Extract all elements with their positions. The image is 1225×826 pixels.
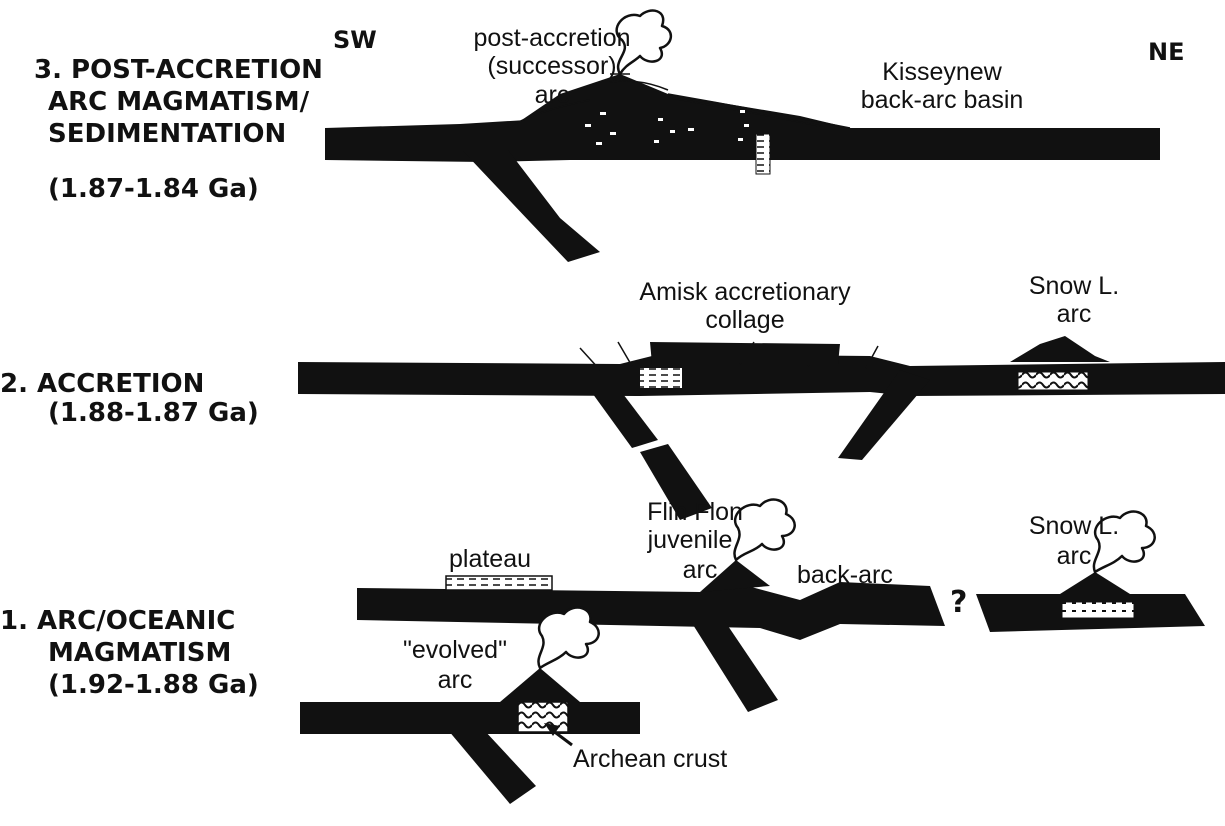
stage-2-left-slab xyxy=(590,390,658,448)
svg-text:(1.87-1.84 Ga): (1.87-1.84 Ga) xyxy=(48,174,259,204)
stage-3-section xyxy=(325,11,1160,262)
svg-text:SEDIMENTATION: SEDIMENTATION xyxy=(48,119,286,149)
svg-text:(1.88-1.87 Ga): (1.88-1.87 Ga) xyxy=(48,398,259,428)
stage-3-title: 3. POST-ACCRETION ARC MAGMATISM/ SEDIMEN… xyxy=(34,55,323,204)
stage-2-section xyxy=(298,336,1225,520)
stage-2-labels: Amisk accretionary collage Snow L. arc xyxy=(639,272,1119,334)
stage-2-title: 2. ACCRETION (1.88-1.87 Ga) xyxy=(0,369,259,428)
sw-direction-label: SW xyxy=(333,26,377,54)
svg-text:Snow L.: Snow L. xyxy=(1029,272,1119,300)
svg-text:post-accretion: post-accretion xyxy=(473,24,630,52)
stage-3-subducting-slab xyxy=(462,150,600,262)
svg-text:back-arc: back-arc xyxy=(797,561,893,589)
stage-1-evolved-arc xyxy=(500,668,580,702)
svg-text:3. POST-ACCRETION: 3. POST-ACCRETION xyxy=(34,55,323,85)
stage-2-collage-sediment xyxy=(640,368,682,388)
svg-text:Flin Flon: Flin Flon xyxy=(647,498,743,526)
svg-text:Amisk accretionary: Amisk accretionary xyxy=(639,278,851,306)
svg-text:2. ACCRETION: 2. ACCRETION xyxy=(0,369,204,399)
svg-text:plateau: plateau xyxy=(449,545,531,573)
svg-text:?: ? xyxy=(950,585,967,620)
svg-text:Archean crust: Archean crust xyxy=(573,745,727,773)
stage-3-archean-block xyxy=(756,134,770,174)
stage-1-plateau-block xyxy=(446,576,552,590)
stage-2-snow-arc xyxy=(1010,336,1110,362)
stage-1-flin-flon-plume-icon xyxy=(734,500,794,560)
stage-1-archean-crust-block xyxy=(518,702,568,732)
stage-1-snow-arc xyxy=(1060,572,1130,594)
svg-text:collage: collage xyxy=(705,306,784,334)
svg-text:(successor): (successor) xyxy=(487,52,616,80)
svg-text:(1.92-1.88 Ga): (1.92-1.88 Ga) xyxy=(48,670,259,700)
stage-1-snow-arc-crust xyxy=(1062,602,1134,618)
stage-1-evolved-plate xyxy=(300,690,640,734)
stage-1-evolved-plume-icon xyxy=(538,608,598,668)
stage-2-snow-arc-crust xyxy=(1018,372,1088,390)
svg-text:Kisseynew: Kisseynew xyxy=(882,58,1002,86)
svg-text:back-arc basin: back-arc basin xyxy=(861,86,1024,114)
svg-text:arc: arc xyxy=(683,556,718,584)
svg-text:1. ARC/OCEANIC: 1. ARC/OCEANIC xyxy=(0,606,235,636)
svg-text:arc: arc xyxy=(1057,542,1092,570)
svg-text:Snow L.: Snow L. xyxy=(1029,512,1119,540)
stage-3-labels: post-accretion (successor) arc Kisseynew… xyxy=(473,24,1023,114)
stage-1-title: 1. ARC/OCEANIC MAGMATISM (1.92-1.88 Ga) xyxy=(0,606,259,700)
stage-1-subducting-slab xyxy=(690,620,778,712)
stage-1-oceanic-plate xyxy=(357,582,945,640)
svg-text:arc: arc xyxy=(535,81,570,109)
svg-text:"evolved": "evolved" xyxy=(403,636,507,664)
svg-text:juvenile: juvenile xyxy=(647,526,733,554)
svg-text:arc: arc xyxy=(1057,300,1092,328)
svg-text:arc: arc xyxy=(438,666,473,694)
svg-text:MAGMATISM: MAGMATISM xyxy=(48,638,231,668)
svg-text:ARC MAGMATISM/: ARC MAGMATISM/ xyxy=(48,87,310,117)
stage-1-evolved-slab xyxy=(448,730,536,804)
ne-direction-label: NE xyxy=(1148,38,1184,66)
